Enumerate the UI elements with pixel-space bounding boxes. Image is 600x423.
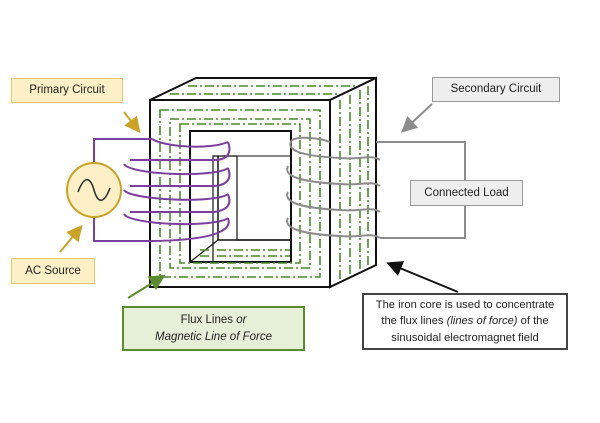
secondary-coil-1	[289, 139, 381, 161]
primary-coil-back-3	[130, 193, 231, 213]
arrow-secondary	[401, 103, 433, 133]
core-note-line-3: sinusoidal electromagnet field	[391, 331, 539, 344]
flux-line-inner	[179, 123, 301, 264]
core-front-face	[149, 99, 331, 288]
primary-coil-1	[151, 138, 229, 148]
secondary-circuit-text: Secondary Circuit	[450, 83, 542, 96]
secondary-wire-top	[376, 141, 466, 180]
primary-wire-bottom	[93, 214, 152, 242]
flux-or-text: or	[236, 313, 247, 326]
secondary-coil-4	[286, 217, 381, 239]
core-note-line-2: the flux lines (lines of force) of the	[381, 313, 548, 329]
primary-coil-4	[123, 213, 229, 226]
primary-wire-top	[93, 138, 152, 166]
arrow-core	[386, 261, 459, 293]
ac-source	[66, 162, 122, 218]
arrow-primary	[123, 111, 141, 134]
primary-coil-back-4	[151, 217, 230, 242]
primary-coil-back-1	[130, 141, 231, 161]
primary-circuit-label: Primary Circuit	[11, 78, 123, 103]
flux-line-outer	[159, 109, 321, 278]
core-note-line-2b: (lines of force)	[446, 315, 518, 328]
secondary-circuit	[286, 136, 466, 239]
magnetic-line-of-force-text: Magnetic Line of Force	[155, 330, 272, 343]
flux-lines-text: Flux Lines	[180, 313, 237, 326]
secondary-circuit-label: Secondary Circuit	[432, 77, 560, 102]
core-window	[189, 130, 292, 263]
arrow-flux	[127, 274, 166, 299]
arrow-ac-source	[59, 224, 83, 253]
flux-lines-label: Flux Lines or Magnetic Line of Force	[122, 306, 305, 351]
core-note-line-2a: the flux lines	[381, 315, 447, 328]
secondary-coil-3	[286, 191, 381, 213]
primary-circuit	[93, 138, 231, 242]
primary-coil-back-2	[130, 167, 231, 187]
callout-arrows	[59, 103, 459, 299]
flux-lines	[159, 85, 369, 280]
iron-core-note: The iron core is used to concentrate the…	[362, 293, 568, 350]
flux-line-middle	[169, 118, 311, 269]
secondary-coil-2	[286, 165, 381, 187]
connected-load-text: Connected Load	[424, 186, 509, 199]
core-note-line-1: The iron core is used to concentrate	[375, 299, 555, 312]
secondary-wire-bottom	[380, 206, 466, 239]
connected-load-label: Connected Load	[410, 180, 523, 206]
primary-coil-2	[123, 163, 229, 176]
core-window-diagonal	[189, 239, 219, 263]
flux-lines-line-1: Flux Lines or	[181, 312, 247, 329]
primary-circuit-text: Primary Circuit	[29, 84, 105, 97]
primary-coil-3	[123, 189, 229, 201]
secondary-coil-back	[291, 136, 331, 143]
sine-wave-icon	[77, 178, 111, 202]
ac-source-text: AC Source	[25, 264, 81, 277]
core-note-line-2c: of the	[517, 315, 549, 328]
ac-source-label: AC Source	[11, 258, 95, 284]
